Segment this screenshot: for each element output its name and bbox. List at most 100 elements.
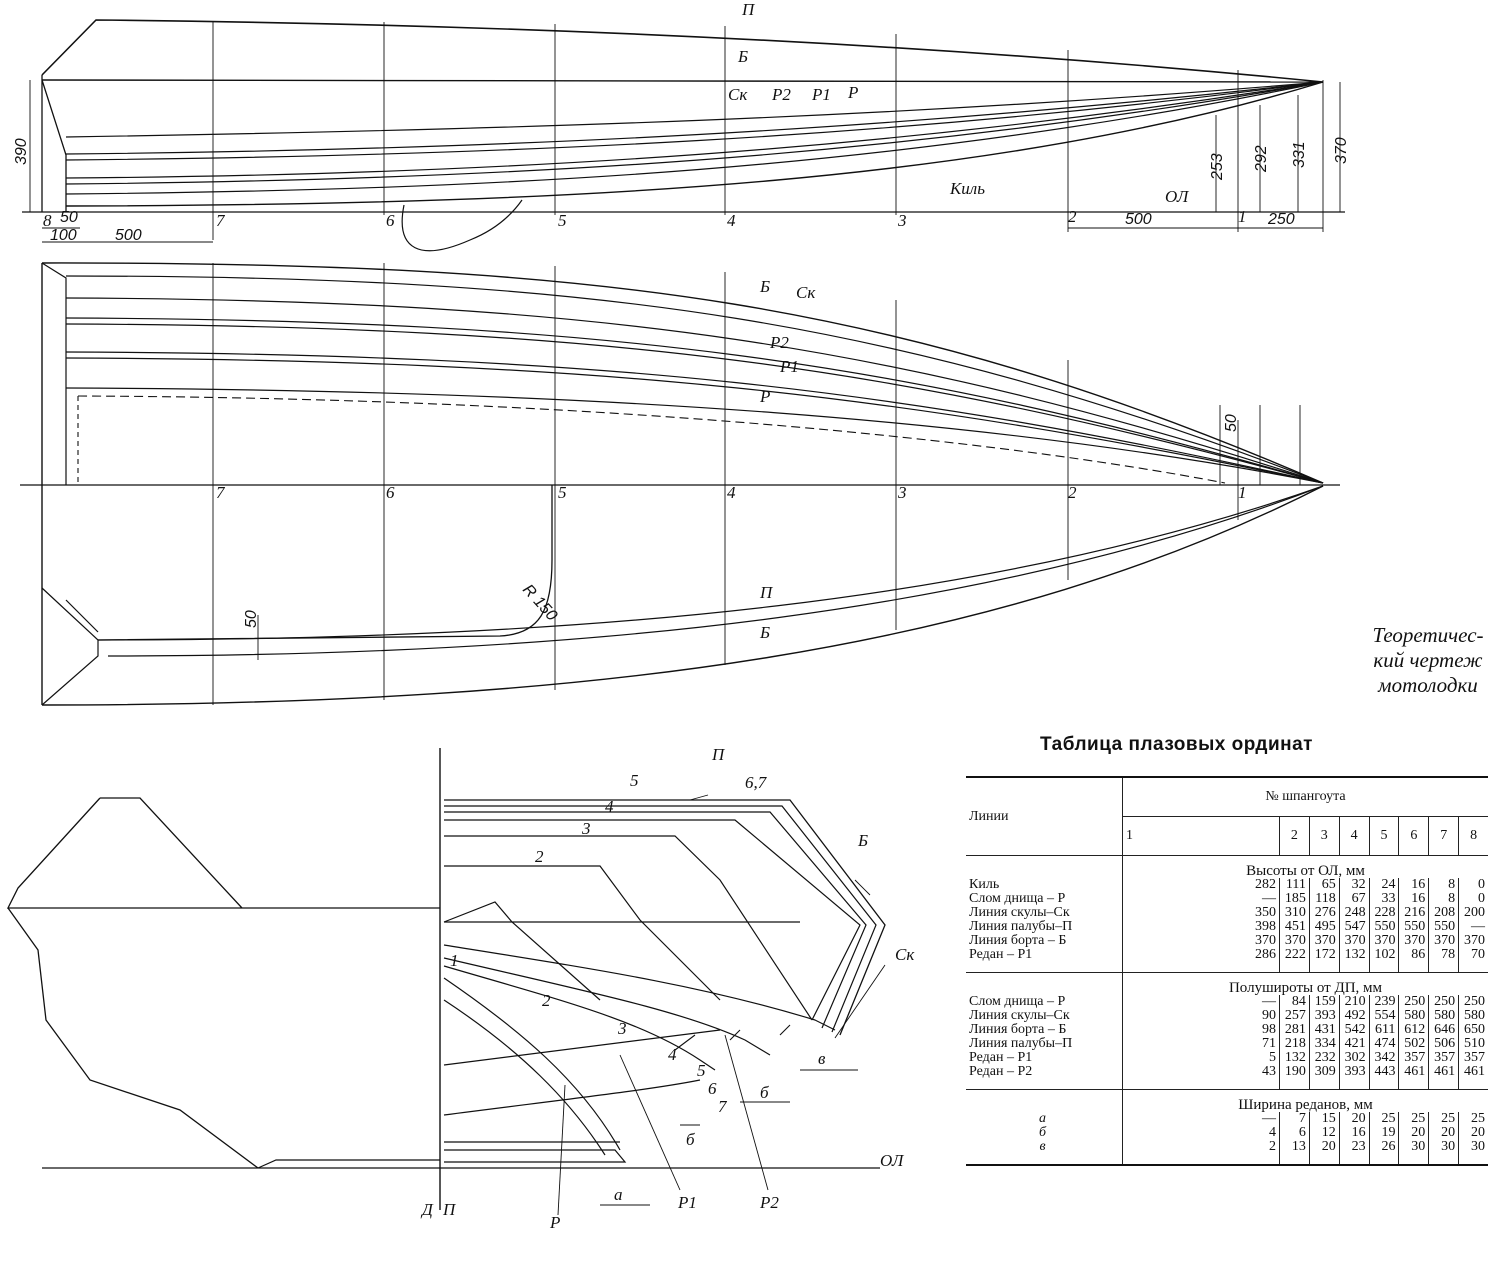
table-cell: 25	[1368, 1112, 1400, 1126]
dim-370: 370	[1333, 137, 1350, 164]
table-cell: 13	[1279, 1140, 1310, 1165]
step1-line	[65, 81, 1324, 179]
table-cell: 16	[1338, 1126, 1370, 1140]
table-cell: 393	[1308, 1009, 1340, 1023]
section-3-side	[444, 865, 721, 1001]
caption-line: мотолодки	[1378, 673, 1478, 697]
label-step1: Р1	[811, 85, 831, 104]
chine-line	[65, 81, 1324, 138]
table-cell: 25	[1458, 1112, 1488, 1126]
drawing-caption: Теоретичес- кий чертеж мотолодки	[1358, 623, 1498, 698]
table-cell: 232	[1308, 1051, 1340, 1065]
table-cell: 357	[1398, 1051, 1430, 1065]
body-leaders	[557, 794, 886, 1216]
step2b-line	[65, 81, 1324, 161]
label-chine: Ск	[728, 85, 748, 104]
table-cell: 334	[1308, 1037, 1340, 1051]
table-cell: 70	[1458, 948, 1488, 973]
table-cell: 208	[1428, 906, 1460, 920]
table-cell: 98	[1122, 1023, 1280, 1037]
table-cell: 281	[1279, 1023, 1310, 1037]
table-cell: 7	[1279, 1112, 1310, 1126]
plan-side	[41, 262, 1324, 484]
table-cell: 370	[1428, 934, 1460, 948]
section-2-side	[443, 901, 601, 1001]
body-plan	[6, 748, 886, 1216]
table-cell: 30	[1458, 1140, 1488, 1165]
plan-step1	[65, 357, 1324, 484]
row-label: а	[966, 1112, 1123, 1126]
table-cell: 461	[1398, 1065, 1430, 1090]
forward-keel	[257, 1159, 440, 1169]
section-number: 6	[708, 1079, 717, 1098]
table-cell: 185	[1279, 892, 1310, 906]
dim-500-left: 500	[115, 227, 142, 244]
frame-number: 5	[558, 483, 567, 502]
table-cell: 302	[1338, 1051, 1370, 1065]
frame-number: 1	[1238, 483, 1247, 502]
label-chine: Ск	[796, 283, 816, 302]
table-cell: 86	[1398, 948, 1430, 973]
dim-50: 50	[60, 209, 78, 226]
table-cell: 502	[1398, 1037, 1430, 1051]
step-width-b2: б	[760, 1083, 769, 1102]
table-cell: 370	[1122, 934, 1280, 948]
table-cell: 239	[1368, 995, 1400, 1009]
transom-corner-inner	[65, 599, 99, 633]
table-cell: 20	[1398, 1126, 1430, 1140]
table-cell: 357	[1458, 1051, 1488, 1065]
label-deck: П	[711, 745, 726, 764]
section-number: 4	[668, 1045, 677, 1064]
section-heading: Полушироты от ДП, мм	[1122, 972, 1488, 995]
section-number: 2	[542, 991, 551, 1010]
chine-arc-1	[443, 944, 836, 1031]
table-cell: 461	[1428, 1065, 1460, 1090]
table-cell: 257	[1279, 1009, 1310, 1023]
step1b-line	[65, 81, 1324, 185]
frame-number-header: 8	[1458, 816, 1488, 856]
dim-50-bow: 50	[1223, 414, 1240, 432]
table-cell: 646	[1428, 1023, 1460, 1037]
frame-number-header: 4	[1338, 816, 1370, 856]
table-cell: 190	[1279, 1065, 1310, 1090]
chine-arc-4	[443, 977, 621, 1151]
section-5-side	[444, 819, 861, 1021]
label-side: Б	[759, 277, 770, 296]
table-cell: 118	[1308, 892, 1340, 906]
step-width-a: а	[614, 1185, 623, 1204]
label-baseline: ОЛ	[880, 1151, 905, 1170]
table-cell: 200	[1458, 906, 1488, 920]
table-cell	[966, 972, 1123, 995]
plan-step1-b	[65, 387, 1324, 484]
table-cell: 218	[1279, 1037, 1310, 1051]
plan-bottom-break	[77, 395, 1226, 484]
table-cell: 71	[1122, 1037, 1280, 1051]
table-cell: 6	[1279, 1126, 1310, 1140]
table-cell: 310	[1279, 906, 1310, 920]
table-cell: 24	[1368, 878, 1400, 892]
table-cell: 393	[1338, 1065, 1370, 1090]
label-deck: П	[741, 0, 756, 19]
label-deck: П	[759, 583, 774, 602]
label-side-lower: Б	[759, 623, 770, 642]
label-chine-break: Р	[549, 1213, 560, 1232]
frame-number-header: 2	[1279, 816, 1310, 856]
row-label: б	[966, 1126, 1123, 1140]
label-side: Б	[857, 831, 868, 850]
plan-labels: 7 6 5 4 3 2 1 Б Ск Р2 Р1 Р П Б 50 R 150 …	[216, 277, 1247, 642]
table-cell: 15	[1308, 1112, 1340, 1126]
dim-500-right: 500	[1125, 211, 1152, 228]
section-number: 6,7	[745, 773, 768, 792]
table-cell: 398	[1122, 920, 1280, 934]
table-title: Таблица плазовых ординат	[1040, 734, 1313, 755]
table-cell: —	[1122, 892, 1280, 906]
table-cell: 276	[1308, 906, 1340, 920]
